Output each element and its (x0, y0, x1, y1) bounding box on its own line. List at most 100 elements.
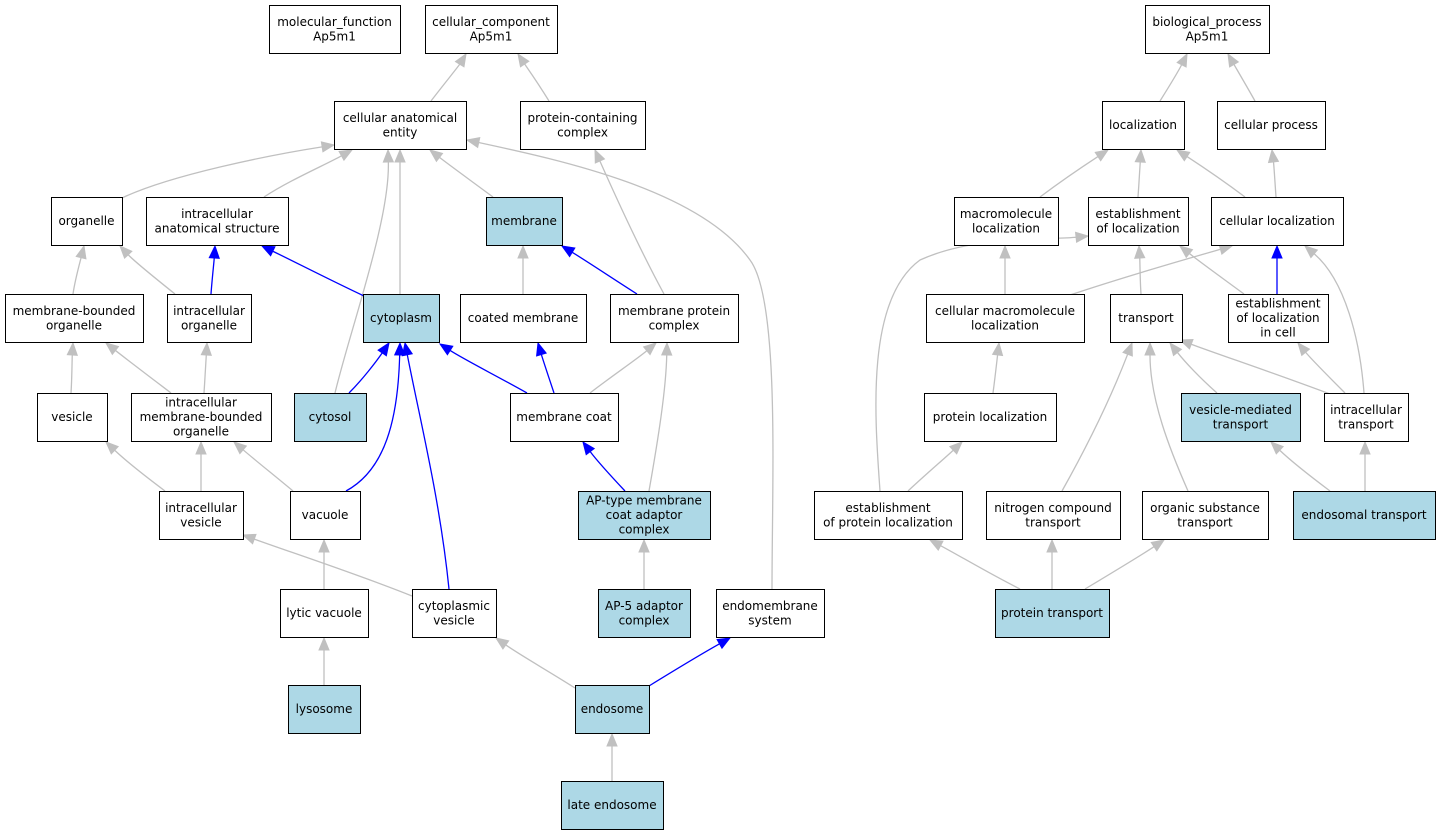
node-box (1324, 393, 1409, 442)
node-label: organelle (58, 214, 114, 228)
edge-establishment-of-protein-localization-to-protein-localization (907, 441, 963, 492)
arrowhead (642, 342, 657, 356)
edge-vacuole-to-intracellular-membrane-bounded-organelle (233, 441, 294, 492)
node-label: transport (1177, 515, 1233, 529)
arrowhead (1359, 440, 1371, 455)
node-endosomal-transport[interactable]: endosomal transport (1293, 491, 1436, 540)
arrowhead (119, 245, 133, 260)
node-box (290, 491, 361, 540)
node-label: transport (1338, 417, 1394, 431)
node-lysosome[interactable]: lysosome (288, 685, 361, 734)
node-label: lytic vacuole (286, 606, 362, 620)
arrowhead (1178, 339, 1194, 350)
node-box (1110, 294, 1183, 343)
node-transport[interactable]: transport (1110, 294, 1183, 343)
node-label: organic substance (1150, 501, 1260, 515)
node-box (954, 197, 1059, 246)
arrowhead (105, 441, 120, 455)
node-membrane[interactable]: membrane (486, 197, 563, 246)
node-cytoplasm[interactable]: cytoplasm (363, 294, 440, 343)
node-label: of localization (1096, 221, 1179, 235)
arrowhead (438, 343, 454, 356)
node-cellular-process[interactable]: cellular process (1217, 101, 1326, 150)
node-localization[interactable]: localization (1102, 101, 1185, 150)
node-label: organelle (46, 318, 102, 332)
node-vacuole[interactable]: vacuole (290, 491, 361, 540)
node-label: localization (972, 221, 1040, 235)
node-box (610, 294, 739, 343)
edge-vesicle-mediated-transport-to-transport (1169, 341, 1218, 394)
node-cytosol[interactable]: cytosol (294, 393, 367, 442)
node-label: establishment (1235, 297, 1321, 311)
arrowhead (1175, 149, 1191, 162)
edge-organic-substance-transport-to-transport (1144, 341, 1189, 492)
node-box (1228, 294, 1329, 343)
arrowhead (241, 533, 257, 545)
node-box (1293, 491, 1436, 540)
arrowhead (582, 440, 596, 456)
node-box (167, 294, 252, 343)
edge-establishment-of-localization-to-localization (1134, 148, 1146, 198)
node-protein-transport[interactable]: protein transport (995, 589, 1110, 638)
node-coated-membrane[interactable]: coated membrane (460, 294, 587, 343)
arrowhead (638, 538, 650, 553)
node-late-endosome[interactable]: late endosome (561, 781, 664, 830)
arrowhead (1267, 148, 1280, 164)
edge-cellular-anatomical-entity-to-cellular-component (430, 52, 467, 102)
arrowhead (1169, 341, 1183, 357)
node-label: system (748, 613, 791, 627)
node-label: in cell (1260, 326, 1295, 340)
node-membrane-coat[interactable]: membrane coat (510, 393, 619, 442)
node-organelle[interactable]: organelle (51, 197, 123, 246)
node-label: cellular process (1224, 118, 1318, 132)
node-cellular-localization[interactable]: cellular localization (1211, 197, 1344, 246)
edge-intracellular-transport-to-establishment-of-localization-in-cell (1297, 341, 1346, 394)
arrowhead (428, 149, 444, 163)
edge-establishment-of-protein-localization-to-establishment-of-localization (875, 231, 1090, 492)
arrowhead (716, 637, 732, 650)
node-lytic-vacuole[interactable]: lytic vacuole (280, 589, 369, 638)
edge-vesicle-to-membrane-bounded-organelle (66, 341, 79, 394)
arrowhead (1270, 441, 1285, 455)
node-protein-localization[interactable]: protein localization (924, 393, 1057, 442)
node-box (1211, 197, 1344, 246)
node-label: transport (1213, 417, 1269, 431)
edge-endosome-to-endomembrane-system (648, 637, 732, 687)
arrowhead (560, 245, 576, 258)
node-box (986, 491, 1121, 540)
edge-intracellular-transport-to-cellular-localization (1304, 245, 1365, 394)
edge-lysosome-to-lytic-vacuole (318, 636, 330, 685)
node-label: localization (1109, 118, 1177, 132)
node-box (486, 197, 563, 246)
node-vesicle[interactable]: vesicle (37, 393, 108, 442)
arrowhead (1176, 52, 1188, 68)
edge-late-endosome-to-endosome (606, 732, 618, 781)
node-label: molecular_function (277, 15, 392, 29)
node-endosome[interactable]: endosome (575, 685, 650, 734)
